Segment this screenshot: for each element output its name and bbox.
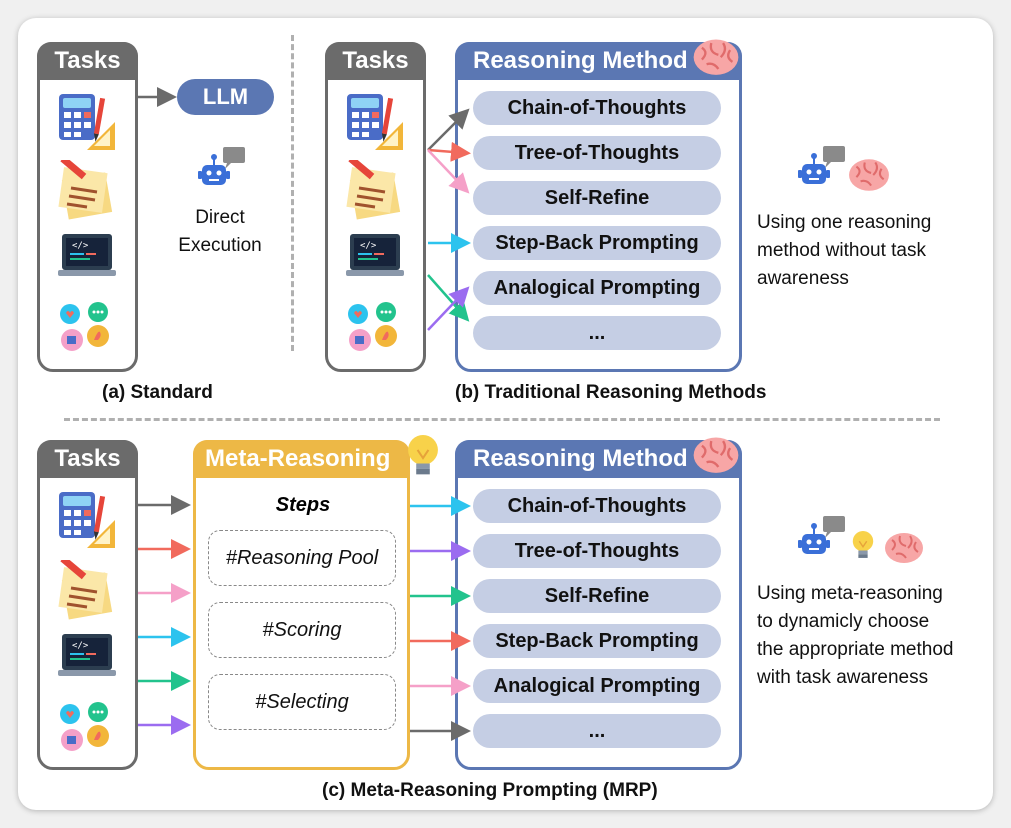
mrp-method-chain-of-thoughts: Chain-of-Thoughts: [473, 489, 721, 523]
trad-method-tree-of-thoughts: Tree-of-Thoughts: [473, 136, 721, 170]
mrp-method-analogical: Analogical Prompting: [473, 669, 721, 703]
direct-execution-label: Direct Execution: [178, 207, 262, 256]
step-scoring: #Scoring: [208, 602, 396, 658]
arrow-b-pink: [427, 149, 470, 194]
mrp-method-step-back: Step-Back Prompting: [473, 624, 721, 658]
mrp-reasoning-method-title: Reasoning Method: [455, 440, 742, 478]
arrow-b-red: [427, 141, 471, 162]
meta-reasoning-box: Meta-Reasoning: [193, 440, 410, 770]
trad-method-analogical: Analogical Prompting: [473, 271, 721, 305]
standard-tasks-title: Tasks: [37, 42, 138, 80]
caption-traditional: (b) Traditional Reasoning Methods: [455, 382, 767, 403]
arrow-b-green: [427, 274, 470, 322]
traditional-tasks-title: Tasks: [325, 42, 426, 80]
mrp-method-tree-of-thoughts: Tree-of-Thoughts: [473, 534, 721, 568]
trad-method-chain-of-thoughts: Chain-of-Thoughts: [473, 91, 721, 125]
horizontal-divider: [64, 418, 940, 421]
caption-mrp: (c) Meta-Reasoning Prompting (MRP): [322, 780, 658, 801]
mrp-note: Using meta-reasoning to dynamicly choose…: [757, 583, 954, 688]
traditional-reasoning-method-title: Reasoning Method: [455, 42, 742, 80]
llm-node: LLM: [177, 79, 274, 115]
trad-method-more: ...: [473, 316, 721, 350]
step-reasoning-pool: #Reasoning Pool: [208, 530, 396, 586]
steps-title: Steps: [275, 494, 331, 516]
caption-standard: (a) Standard: [102, 382, 213, 403]
meta-reasoning-title: Meta-Reasoning: [193, 440, 410, 478]
trad-method-step-back: Step-Back Prompting: [473, 226, 721, 260]
arrow-b-gray: [427, 108, 470, 151]
mrp-tasks-title: Tasks: [37, 440, 138, 478]
mrp-method-self-refine: Self-Refine: [473, 579, 721, 613]
vertical-divider: [291, 35, 294, 351]
arrow-b-purple: [427, 286, 470, 331]
mrp-method-more: ...: [473, 714, 721, 748]
trad-method-self-refine: Self-Refine: [473, 181, 721, 215]
step-selecting: #Selecting: [208, 674, 396, 730]
traditional-note: Using one reasoning method without task …: [757, 212, 932, 289]
